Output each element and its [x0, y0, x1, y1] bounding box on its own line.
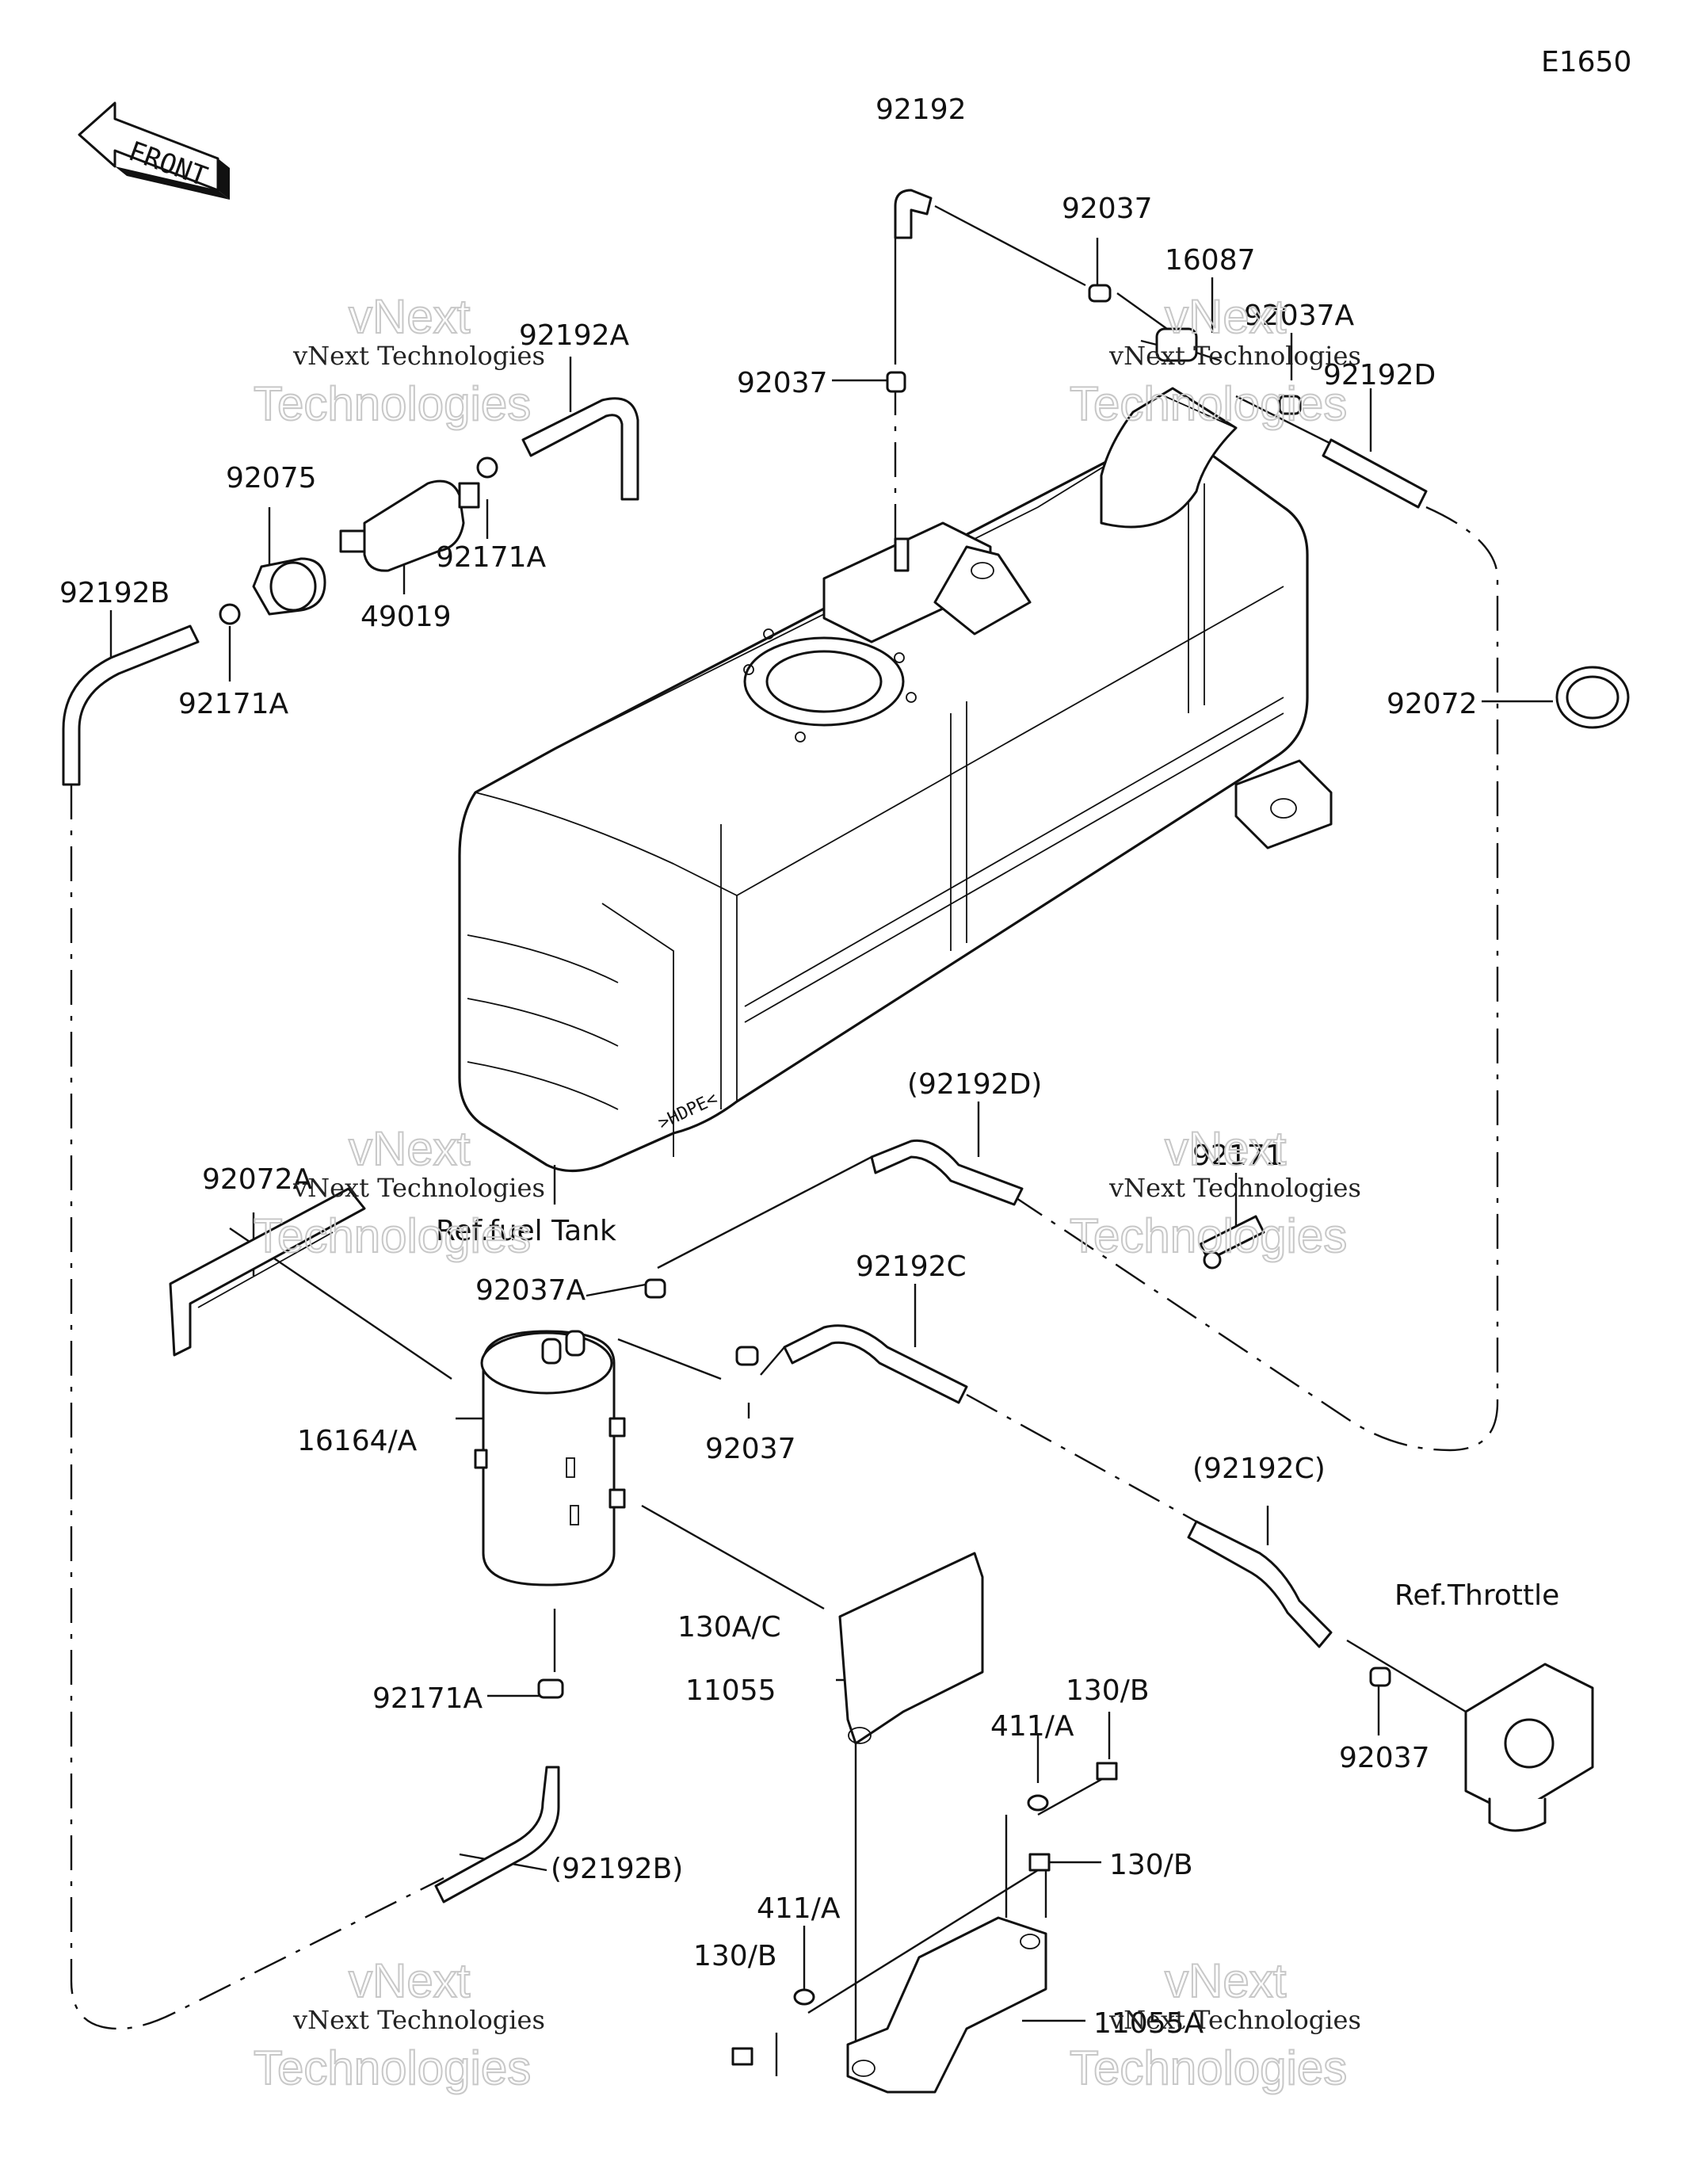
- bolt-130B-b-icon: [1028, 1853, 1051, 1872]
- label-130B-a: 130/B: [1066, 1674, 1150, 1707]
- label-92192D: 92192D: [1323, 359, 1436, 391]
- label-92192C-ref: (92192C): [1192, 1453, 1326, 1485]
- washer-411A-b-icon: [793, 1988, 815, 2006]
- hose-92192C-ref: [1187, 1520, 1333, 1648]
- watermark-text: vNext Technologies: [1108, 2005, 1361, 2035]
- label-92192B: 92192B: [59, 577, 170, 609]
- canister-16164A: [474, 1330, 626, 1586]
- label-130AC: 130A/C: [677, 1611, 781, 1644]
- valve-16087-icon: [1140, 327, 1221, 362]
- label-130B-c: 130/B: [693, 1940, 777, 1972]
- watermark-text: vNext Technologies: [292, 341, 545, 371]
- clamp-92072: [1555, 666, 1630, 729]
- watermark-text: vNext Technologies: [292, 1173, 545, 1203]
- label-92192A: 92192A: [519, 319, 630, 352]
- hose-92192B-ref: [434, 1766, 560, 1903]
- label-92171: 92171: [1192, 1140, 1284, 1172]
- label-411A-a: 411/A: [990, 1710, 1074, 1743]
- label-92072: 92072: [1387, 688, 1478, 720]
- leader-lines: [109, 238, 1553, 2076]
- label-16087: 16087: [1165, 244, 1256, 277]
- label-92171A-c: 92171A: [372, 1682, 483, 1715]
- part-labels: 92192 92037 16087 92037A 92192D 92192A 9…: [59, 94, 1559, 2040]
- hose-92192D-low: [870, 1139, 1024, 1206]
- clip-92037A-top-icon: [1278, 395, 1302, 415]
- watermark-text: Technologies: [254, 1209, 531, 1262]
- hose-92192C: [783, 1324, 968, 1404]
- clip-92037-r-icon: [1369, 1667, 1391, 1687]
- washer-411A-a-icon: [1027, 1794, 1049, 1812]
- label-11055A: 11055A: [1093, 2007, 1204, 2040]
- clip-92171A-a-icon: [476, 456, 498, 479]
- clip-92037A-low-icon: [644, 1278, 666, 1299]
- watermark-text: vNext: [1165, 1122, 1287, 1175]
- hose-92192: [894, 189, 933, 239]
- watermark-text: vNext: [349, 1954, 471, 2007]
- bracket-11055A: [846, 1916, 1047, 2094]
- throttle-body: [1464, 1663, 1594, 1832]
- bolt-130B-c-icon: [731, 2047, 753, 2066]
- bolt-130B-a-icon: [1096, 1762, 1118, 1781]
- clip-92037-low-icon: [735, 1346, 759, 1366]
- hose-92192A: [521, 397, 639, 501]
- hose-92192D-top: [1322, 438, 1428, 509]
- diagram-id: E1650: [1541, 46, 1631, 78]
- label-92037-top: 92037: [1062, 193, 1153, 225]
- label-92037A-top: 92037A: [1244, 300, 1355, 332]
- watermark-text: vNext Technologies: [292, 2005, 545, 2035]
- watermark-text: vNext: [1165, 1954, 1287, 2007]
- label-92037A-low: 92037A: [475, 1274, 586, 1307]
- watermarks: vNext vNext Technologies Technologies vN…: [253, 289, 1361, 2095]
- label-92171A-a: 92171A: [436, 541, 547, 574]
- label-92037-r: 92037: [1339, 1742, 1430, 1774]
- clip-92037-top-icon: [1088, 284, 1112, 303]
- hose-routing-lines: [70, 204, 1499, 2060]
- watermark-text: vNext Technologies: [1108, 1173, 1361, 1203]
- label-92192: 92192: [876, 94, 967, 126]
- bracket-11055: [838, 1552, 984, 1745]
- label-92072A: 92072A: [202, 1163, 313, 1196]
- label-92171A-b: 92171A: [178, 688, 289, 720]
- label-92192C: 92192C: [856, 1250, 967, 1283]
- watermark-text: vNext: [349, 290, 471, 343]
- label-92192B-ref: (92192B): [551, 1853, 683, 1885]
- label-130B-b: 130/B: [1109, 1849, 1193, 1881]
- clip-92037-mid-icon: [886, 371, 906, 393]
- hose-92192B: [62, 624, 200, 786]
- watermark-text: Technologies: [254, 2041, 531, 2094]
- clip-92171A-b-icon: [219, 603, 241, 625]
- label-92037-mid: 92037: [737, 367, 828, 399]
- clamp-92075: [252, 557, 326, 616]
- label-ref-throttle: Ref.Throttle: [1394, 1579, 1559, 1612]
- label-92037-low: 92037: [705, 1433, 796, 1465]
- clip-92171-icon: [1199, 1215, 1265, 1270]
- label-411A-b: 411/A: [757, 1892, 841, 1925]
- watermark-text: Technologies: [254, 377, 531, 430]
- label-49019: 49019: [361, 601, 452, 633]
- watermark-text: vNext: [349, 1122, 471, 1175]
- label-16164A: 16164/A: [297, 1425, 418, 1457]
- fuel-tank: >HDPE<: [458, 387, 1333, 1173]
- label-92075: 92075: [226, 462, 317, 494]
- front-arrow-icon: FRONT: [78, 101, 230, 200]
- label-11055: 11055: [685, 1674, 776, 1707]
- fuel-filter-49019: [339, 479, 480, 572]
- watermark-text: Technologies: [1070, 1209, 1347, 1262]
- watermark-text: Technologies: [1070, 2041, 1347, 2094]
- bracket-92072A: [169, 1187, 366, 1357]
- label-92192D-ref: (92192D): [907, 1068, 1042, 1101]
- label-ref-fuel-tank: Ref.fuel Tank: [436, 1215, 616, 1247]
- watermark-text: vNext: [1165, 290, 1287, 343]
- watermark-text: Technologies: [1070, 377, 1347, 430]
- clip-92171A-c-icon: [537, 1678, 564, 1699]
- watermark-text: vNext Technologies: [1108, 341, 1361, 371]
